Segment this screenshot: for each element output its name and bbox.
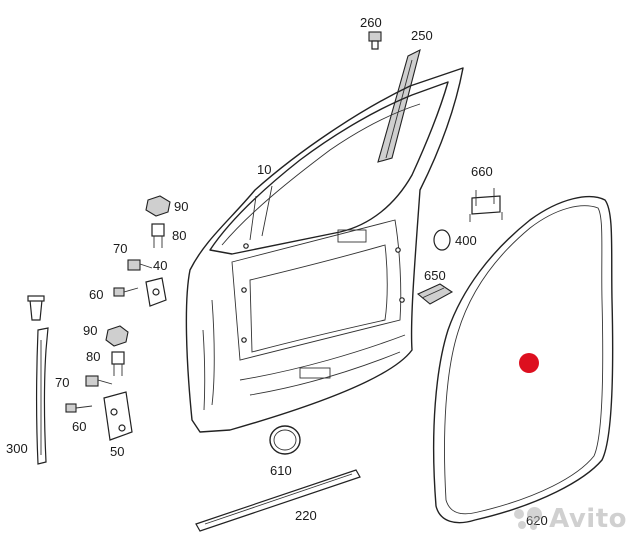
marker-dot [519,353,539,373]
clip-650 [416,283,454,305]
grommet-610 [269,425,301,455]
callout-610: 610 [270,463,292,478]
seal-strip-300 [35,327,49,465]
lower-fastener-group [65,325,133,441]
callout-80-upper: 80 [172,228,187,243]
callout-60-lower: 60 [72,419,87,434]
callout-90-upper: 90 [174,199,189,214]
callout-250: 250 [411,28,433,43]
upper-fastener-group [113,195,171,307]
window-channel-250 [377,48,421,163]
callout-660: 660 [471,164,493,179]
callout-400: 400 [455,233,477,248]
screw-260 [368,31,382,50]
door-seal-620 [432,195,614,524]
callout-60-upper: 60 [89,287,104,302]
callout-300: 300 [6,441,28,456]
sill-strip-220 [195,469,361,532]
push-clip [27,295,45,321]
plug-400 [433,229,451,251]
callout-90-lower: 90 [83,323,98,338]
callout-50: 50 [110,444,125,459]
callout-70-upper: 70 [113,241,128,256]
avito-logo-icon [514,507,544,531]
callout-80-lower: 80 [86,349,101,364]
door-shell-10 [185,67,464,433]
watermark-text: Avito [549,504,627,534]
callout-10: 10 [257,162,272,177]
avito-watermark: Avito [514,504,627,534]
callout-220: 220 [295,508,317,523]
callout-260: 260 [360,15,382,30]
callout-650: 650 [424,268,446,283]
callout-40: 40 [153,258,168,273]
callout-70-lower: 70 [55,375,70,390]
bracket-660 [469,188,503,222]
